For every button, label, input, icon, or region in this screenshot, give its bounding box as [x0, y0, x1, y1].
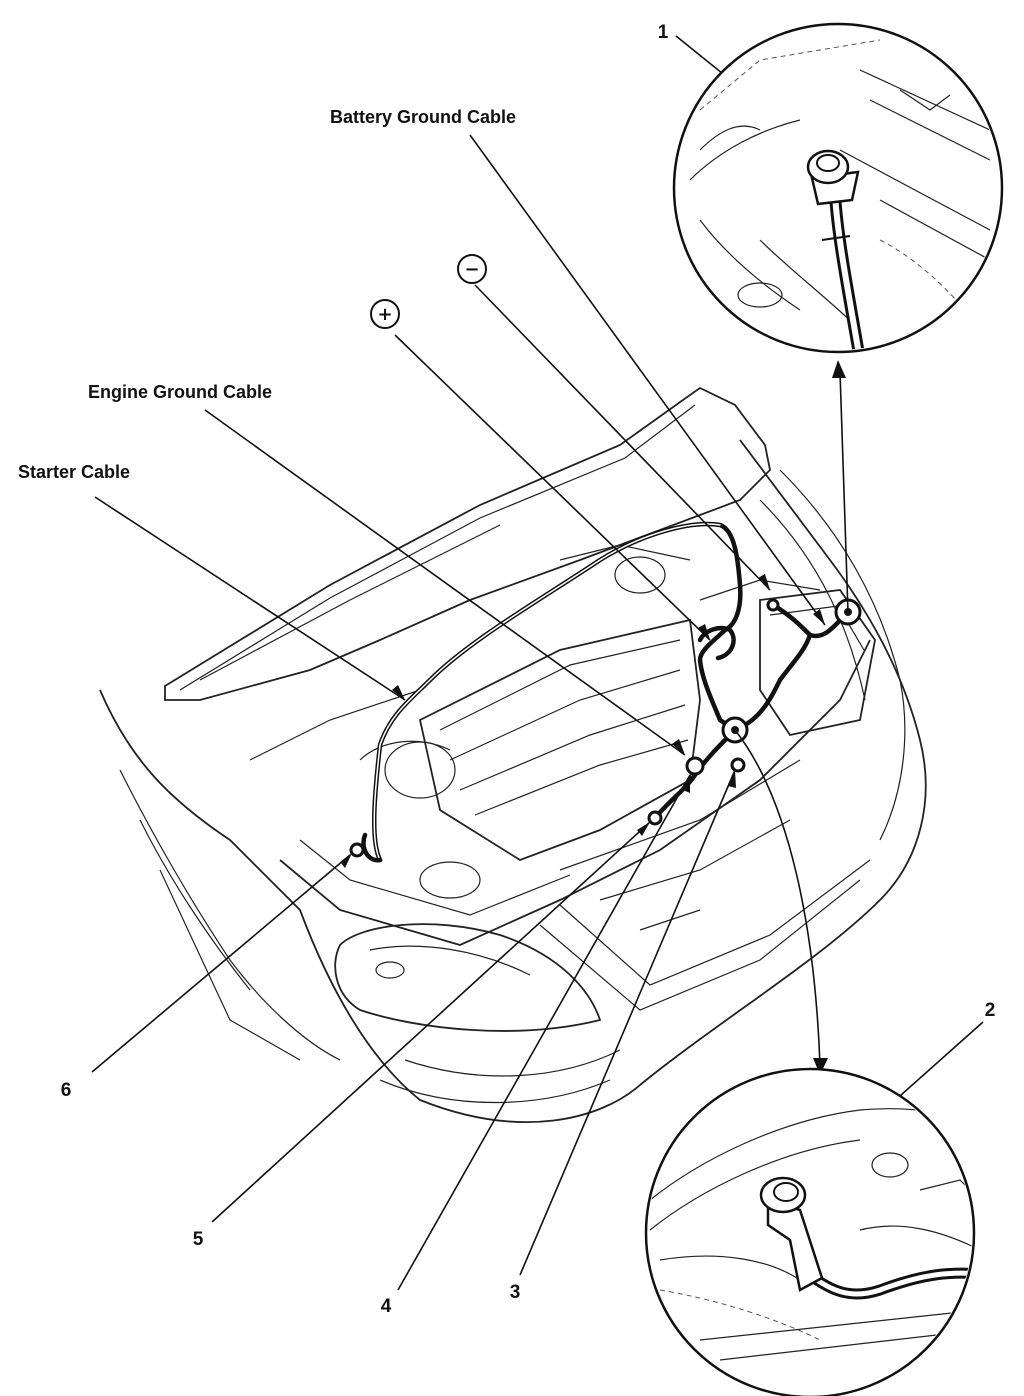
detail-circle-2	[644, 1067, 976, 1396]
terminal-bolts	[349, 598, 862, 858]
callout-3: 3	[510, 1282, 521, 1303]
battery-ground-cable-label: Battery Ground Cable	[330, 107, 516, 127]
bolt-4-main	[685, 756, 705, 776]
negative-terminal-symbol: −	[457, 254, 487, 284]
positive-terminal-symbol: +	[370, 299, 400, 329]
callout-4: 4	[381, 1296, 392, 1317]
battery-neg-terminal	[766, 598, 780, 612]
engine-ground-cable-label: Engine Ground Cable	[88, 382, 272, 402]
starter-cable-label: Starter Cable	[18, 462, 130, 482]
positive-sign: +	[377, 304, 392, 325]
callout-6: 6	[61, 1080, 72, 1101]
bolt-5-main	[647, 810, 663, 826]
bolt-6-main	[349, 842, 365, 858]
callout-5: 5	[193, 1229, 204, 1250]
callout-1: 1	[658, 22, 669, 43]
callout-2: 2	[985, 1000, 996, 1021]
car-body-illustration	[99, 386, 927, 1123]
bolt-3-main	[730, 757, 746, 773]
negative-sign: −	[464, 259, 479, 280]
detail-circle-1	[672, 22, 1004, 354]
leader-lines	[91, 35, 984, 1291]
